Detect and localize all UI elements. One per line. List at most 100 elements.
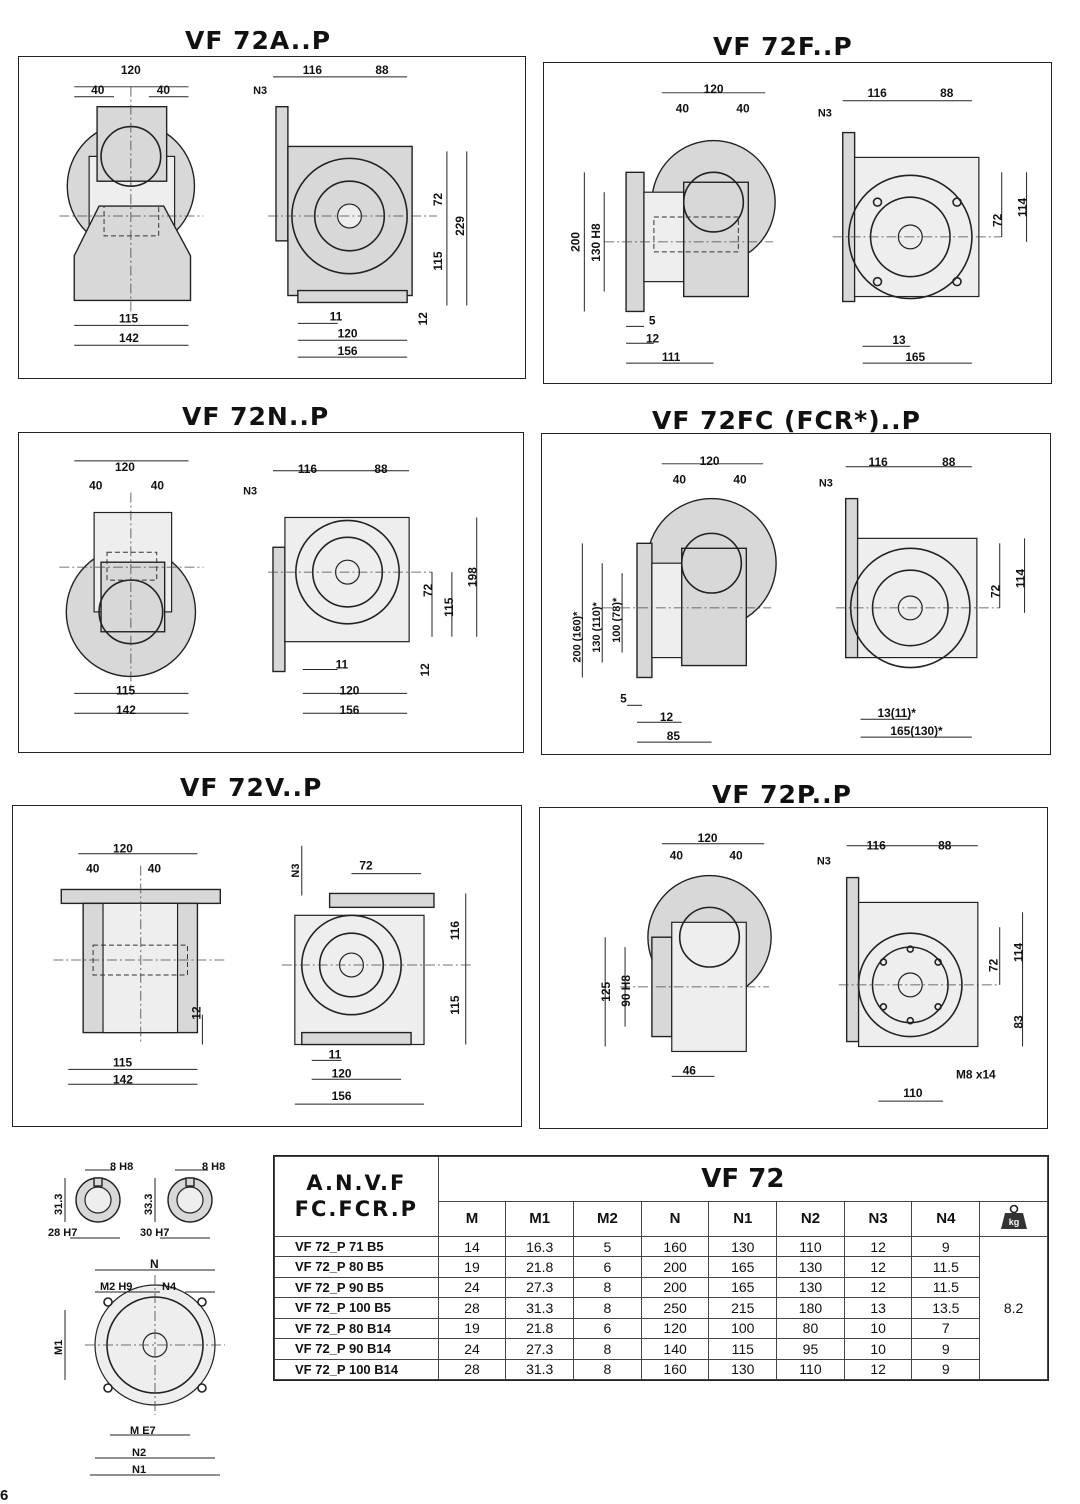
col-n4: N4 <box>911 1201 981 1237</box>
dim-a-12: 12 <box>416 312 430 326</box>
dim-fc-5: 5 <box>620 691 627 705</box>
dim-p-n3: N3 <box>817 856 831 868</box>
dim-v-120b: 120 <box>332 1066 352 1080</box>
row-cell: 24 <box>437 1276 507 1299</box>
panel-fc-frame: 120 40 40 116 88 N3 200 (160)* 130 (110)… <box>541 433 1051 755</box>
row-cell: 7 <box>911 1317 981 1340</box>
row-model: VF 72_P 100 B14 <box>274 1358 439 1380</box>
dim-f-40a: 40 <box>676 102 690 116</box>
row-model: VF 72_P 100 B5 <box>274 1297 439 1319</box>
dim-f-116: 116 <box>868 86 888 100</box>
dim-p-120: 120 <box>698 831 718 845</box>
row-cell: 160 <box>640 1235 710 1258</box>
row-cell: 8 <box>573 1297 642 1319</box>
row-cell: 6 <box>573 1317 642 1340</box>
dim-f-88: 88 <box>940 86 954 100</box>
panel-v-title: VF 72V..P <box>180 773 323 802</box>
dim-n-n3: N3 <box>243 486 257 498</box>
row-cell: 16.3 <box>505 1235 575 1258</box>
panel-fc-title: VF 72FC (FCR*)..P <box>652 406 921 435</box>
panel-a-frame: 120 40 40 116 88 N3 72 229 115 12 115 14… <box>18 56 526 379</box>
dim-f-120: 120 <box>704 82 724 96</box>
dim-fc-40a: 40 <box>673 473 687 487</box>
dim-n-40b: 40 <box>151 479 165 493</box>
flange-n4: N4 <box>162 1281 177 1293</box>
dim-a-72: 72 <box>431 192 445 206</box>
row-cell: 80 <box>776 1317 845 1340</box>
shaft-dia1: 28 H7 <box>48 1227 77 1239</box>
dim-n-12: 12 <box>418 663 432 677</box>
dim-a-156: 156 <box>338 344 358 358</box>
row-cell: 130 <box>776 1276 845 1299</box>
shaft-details: 8 H8 31.3 28 H7 8 H8 33.3 30 H7 N M2 H9 … <box>20 1150 270 1490</box>
dim-v-116: 116 <box>448 921 462 941</box>
row-cell: 6 <box>573 1256 642 1278</box>
row-cell: 9 <box>911 1235 981 1258</box>
dim-f-165: 165 <box>905 350 925 364</box>
flange-m1: M1 <box>53 1340 65 1355</box>
dim-a-142: 142 <box>119 331 139 345</box>
col-m: M <box>437 1201 507 1237</box>
row-cell: 11.5 <box>911 1276 981 1299</box>
row-cell: 9 <box>911 1358 981 1380</box>
spec-table: A.N.V.F FC.FCR.P VF 72 M M1 M2 N N1 N2 N… <box>274 1156 1049 1381</box>
row-cell: 12 <box>843 1358 913 1380</box>
dim-fc-72: 72 <box>989 584 1003 598</box>
dim-a-116: 116 <box>303 63 323 77</box>
row-cell: 12 <box>843 1276 913 1299</box>
row-cell: 13 <box>843 1297 913 1319</box>
flange-n2: N2 <box>132 1447 146 1459</box>
dim-p-110: 110 <box>903 1086 923 1100</box>
dim-fc-114: 114 <box>1014 568 1028 588</box>
flange-m2: M2 H9 <box>100 1281 132 1293</box>
panel-fc-drawing: 120 40 40 116 88 N3 200 (160)* 130 (110)… <box>571 454 1028 743</box>
dim-p-114: 114 <box>1012 942 1026 962</box>
row-model: VF 72_P 71 B5 <box>274 1235 439 1258</box>
dim-f-13: 13 <box>892 333 906 347</box>
dim-n-142: 142 <box>116 703 136 717</box>
col-n: N <box>640 1201 710 1237</box>
dim-n-156: 156 <box>340 703 360 717</box>
dim-v-12: 12 <box>189 1006 203 1020</box>
dim-f-111: 111 <box>662 350 681 364</box>
page-number: 6 <box>0 1487 9 1504</box>
dim-a-115v: 115 <box>431 251 445 271</box>
dim-n-72: 72 <box>421 583 435 597</box>
table-left-header: A.N.V.F FC.FCR.P <box>274 1156 439 1237</box>
dim-a-88: 88 <box>375 63 389 77</box>
row-cell: 24 <box>437 1338 507 1360</box>
dim-a-229: 229 <box>453 216 467 236</box>
dim-p-40b: 40 <box>729 849 743 863</box>
dim-p-m8: M8 x14 <box>956 1067 996 1081</box>
weight-icon: kg <box>1000 1204 1028 1230</box>
dim-fc-88: 88 <box>942 455 956 469</box>
dim-p-90: 90 H8 <box>619 975 633 1007</box>
dim-p-83: 83 <box>1012 1015 1026 1029</box>
panel-a-drawing: 120 40 40 116 88 N3 72 229 115 12 115 14… <box>59 63 468 358</box>
row-cell: 115 <box>708 1338 778 1360</box>
dim-f-n3: N3 <box>818 108 832 120</box>
dim-fc-130: 130 (110)* <box>591 601 603 652</box>
dim-p-88: 88 <box>938 839 952 853</box>
dim-a-120: 120 <box>121 63 141 77</box>
shaft-dia2: 30 H7 <box>140 1227 169 1239</box>
dim-p-40a: 40 <box>670 849 684 863</box>
dim-n-120b: 120 <box>340 683 360 697</box>
row-cell: 215 <box>708 1297 778 1319</box>
dim-f-5: 5 <box>649 313 656 327</box>
row-cell: 14 <box>437 1235 507 1258</box>
flange-n1: N1 <box>132 1464 146 1476</box>
row-cell: 10 <box>843 1317 913 1340</box>
row-cell: 21.8 <box>505 1256 575 1278</box>
row-cell: 19 <box>437 1317 507 1340</box>
dim-fc-13: 13(11)* <box>877 706 916 720</box>
dim-p-46: 46 <box>683 1063 697 1077</box>
row-model: VF 72_P 90 B5 <box>274 1276 439 1299</box>
spec-table-wrap: A.N.V.F FC.FCR.P VF 72 M M1 M2 N N1 N2 N… <box>273 1155 1049 1381</box>
row-cell: 31.3 <box>505 1297 575 1319</box>
row-model: VF 72_P 80 B14 <box>274 1317 439 1340</box>
